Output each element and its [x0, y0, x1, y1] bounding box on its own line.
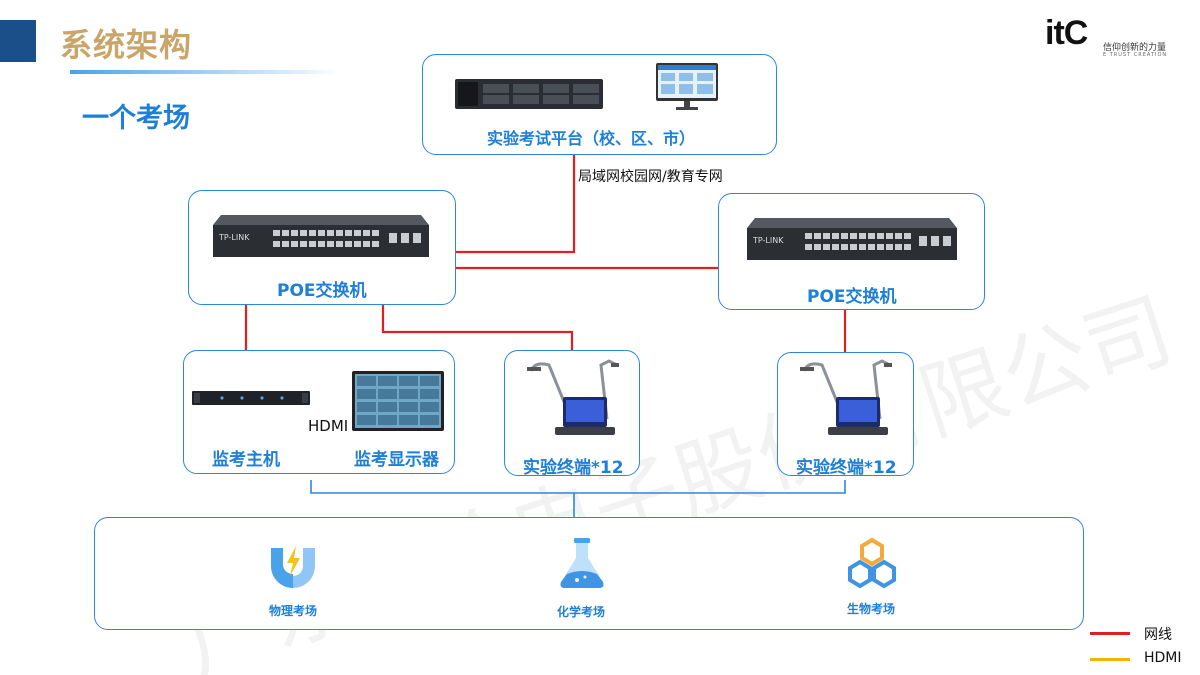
- lab-physics-label: 物理考场: [269, 604, 318, 618]
- hexagon-cells-icon: [848, 537, 896, 589]
- switch-brand-left: TP-LINK: [218, 233, 250, 242]
- legend-swatch-network: [1090, 632, 1130, 635]
- legend: 网线 HDMI: [1090, 622, 1195, 672]
- network-switch-icon: TP-LINK: [213, 215, 429, 257]
- brand-logo: itC 信仰创新的力量 E TRUST CREATION: [1045, 14, 1175, 60]
- magnet-icon: [271, 546, 315, 588]
- cable-platform-to-switch: [455, 155, 576, 254]
- flask-icon: [560, 538, 604, 588]
- title-accent-block: [0, 20, 36, 62]
- page-title: 系统架构: [60, 26, 193, 64]
- poe-switch-right-label: POE交换机: [807, 287, 897, 307]
- title-underline: [70, 70, 340, 74]
- desktop-monitor-icon: [656, 63, 718, 110]
- platform-label: 实验考试平台（校、区、市）: [487, 129, 696, 148]
- legend-label-hdmi: HDMI: [1144, 650, 1182, 666]
- poe-switch-left-node: TP-LINK POE交换机: [188, 190, 456, 305]
- monitor-display-icon: [352, 371, 444, 431]
- lab-chemistry-label: 化学考场: [557, 605, 606, 619]
- switch-brand-right: TP-LINK: [752, 236, 784, 245]
- network-switch-icon: TP-LINK: [747, 218, 957, 260]
- hdmi-label: HDMI: [308, 417, 349, 435]
- platform-node: 实验考试平台（校、区、市）: [422, 54, 777, 155]
- monitor-host-label: 监考主机: [212, 450, 280, 470]
- terminal-a-label: 实验终端*12: [523, 458, 624, 478]
- monitor-display-label: 监考显示器: [354, 450, 439, 470]
- lab-biology-label: 生物考场: [847, 602, 896, 616]
- group-bracket: [310, 480, 846, 517]
- brand-logo-mark: itC: [1045, 14, 1088, 52]
- terminal-device-icon: [800, 359, 892, 435]
- poe-switch-left-label: POE交换机: [277, 281, 367, 301]
- cable-switch-to-terminal-a: [381, 305, 574, 350]
- page-subtitle: 一个考场: [82, 103, 190, 134]
- legend-label-network: 网线: [1144, 627, 1172, 643]
- labs-container: 物理考场 化学考场 生物考场: [94, 517, 1084, 630]
- monitor-host-icon: [192, 391, 310, 405]
- server-rack-icon: [455, 79, 603, 109]
- poe-switch-right-node: TP-LINK POE交换机: [718, 193, 985, 310]
- monitoring-node: HDMI 监考主机 监考显示器: [183, 350, 455, 474]
- terminal-a-node: 实验终端*12: [504, 350, 640, 478]
- terminal-device-icon: [527, 359, 619, 435]
- brand-tagline-en: E TRUST CREATION: [1103, 52, 1168, 58]
- brand-tagline: 信仰创新的力量: [1103, 43, 1167, 53]
- terminal-b-label: 实验终端*12: [796, 458, 897, 478]
- network-label: 局域网校园网/教育专网: [578, 169, 723, 185]
- legend-swatch-hdmi: [1090, 658, 1130, 661]
- terminal-b-node: 实验终端*12: [777, 352, 914, 478]
